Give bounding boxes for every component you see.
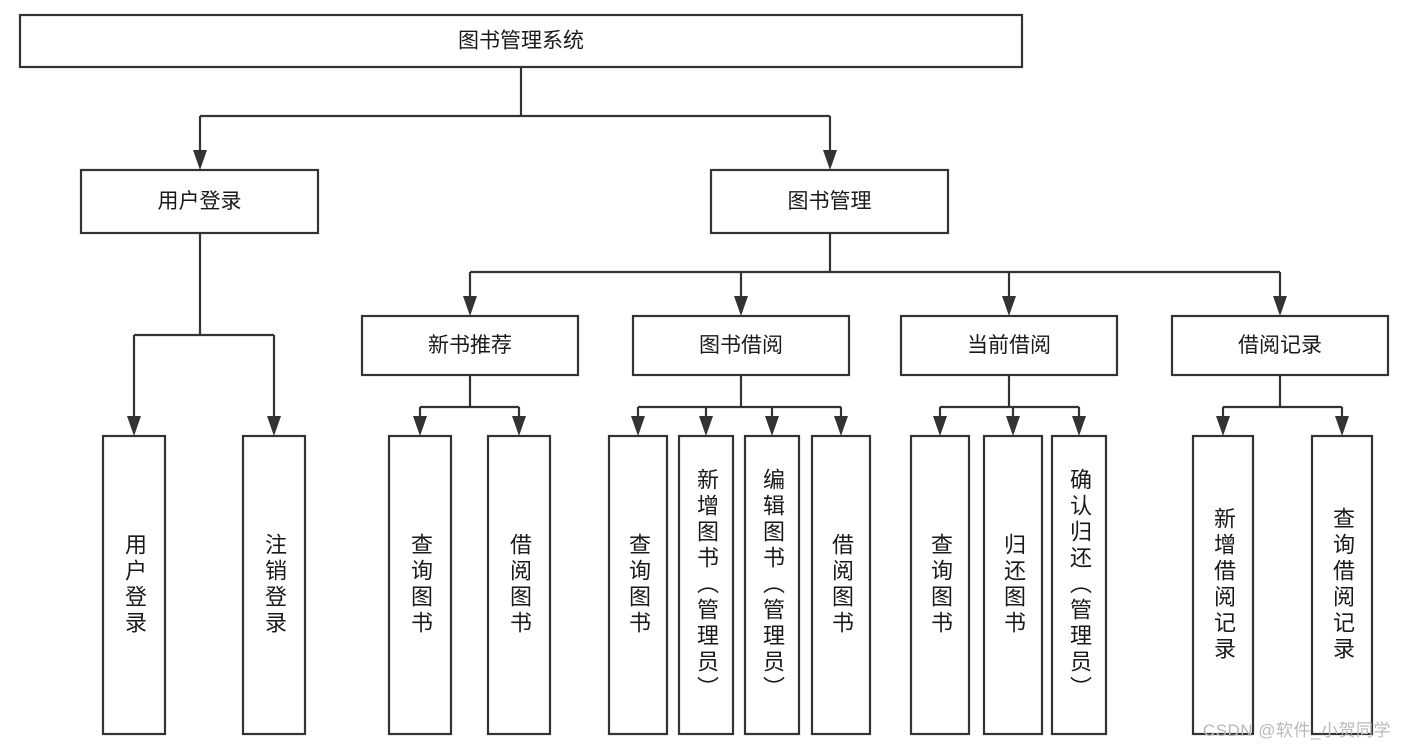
arrowhead-icon [631, 416, 645, 436]
arrowhead-icon [765, 416, 779, 436]
arrowhead-icon [1002, 296, 1016, 316]
node-label: 当前借阅 [967, 334, 1051, 357]
level2-node-user-login[interactable] [79, 168, 320, 235]
arrowhead-icon [834, 416, 848, 436]
arrowhead-icon [413, 416, 427, 436]
node-label: 图书管理 [788, 190, 872, 213]
arrowhead-icon [127, 416, 141, 436]
level3-node-book-borrow[interactable] [631, 314, 851, 377]
node-label: 借阅记录 [1238, 334, 1322, 357]
arrowhead-icon [1216, 416, 1230, 436]
leaf-node-leaf-borrow-book-1[interactable] [486, 434, 552, 736]
leaf-node-leaf-borrow-book-2[interactable] [810, 434, 872, 736]
arrowhead-icon [463, 296, 477, 316]
arrowhead-icon [699, 416, 713, 436]
level3-node-current-borrow[interactable] [899, 314, 1119, 377]
level3-node-borrow-record[interactable] [1170, 314, 1390, 377]
leaf-node-leaf-query-book-2[interactable] [607, 434, 669, 736]
leaf-node-leaf-logout[interactable] [241, 434, 307, 736]
watermark-text: CSDN @软件_小贺同学 [1202, 721, 1391, 740]
arrowhead-icon [267, 416, 281, 436]
leaf-node-leaf-add-borrow-record[interactable] [1191, 434, 1255, 736]
arrowhead-icon [933, 416, 947, 436]
node-label: 图书借阅 [699, 334, 783, 357]
arrowhead-icon [1273, 296, 1287, 316]
arrowhead-icon [1335, 416, 1349, 436]
leaf-node-leaf-add-book[interactable] [677, 434, 735, 736]
root-node-root[interactable] [18, 13, 1024, 69]
arrowhead-icon [1006, 416, 1020, 436]
node-label: 用户登录 [158, 190, 242, 213]
level2-node-book-management[interactable] [709, 168, 950, 235]
arrowhead-icon [1072, 416, 1086, 436]
leaf-node-leaf-query-borrow-record[interactable] [1310, 434, 1374, 736]
leaf-node-leaf-user-login[interactable] [101, 434, 167, 736]
leaf-node-leaf-edit-book[interactable] [743, 434, 801, 736]
leaf-node-leaf-return-book[interactable] [982, 434, 1044, 736]
leaf-node-leaf-query-book-3[interactable] [909, 434, 971, 736]
leaf-node-leaf-confirm-return[interactable] [1050, 434, 1108, 736]
level3-node-new-book-recommend[interactable] [360, 314, 580, 377]
arrowhead-icon [193, 150, 207, 170]
arrowhead-layer [127, 150, 1349, 436]
node-label: 图书管理系统 [458, 30, 584, 53]
arrowhead-icon [823, 150, 837, 170]
arrowhead-icon [512, 416, 526, 436]
arrowhead-icon [734, 296, 748, 316]
node-label: 新书推荐 [428, 334, 512, 357]
leaf-node-leaf-query-book-1[interactable] [387, 434, 453, 736]
